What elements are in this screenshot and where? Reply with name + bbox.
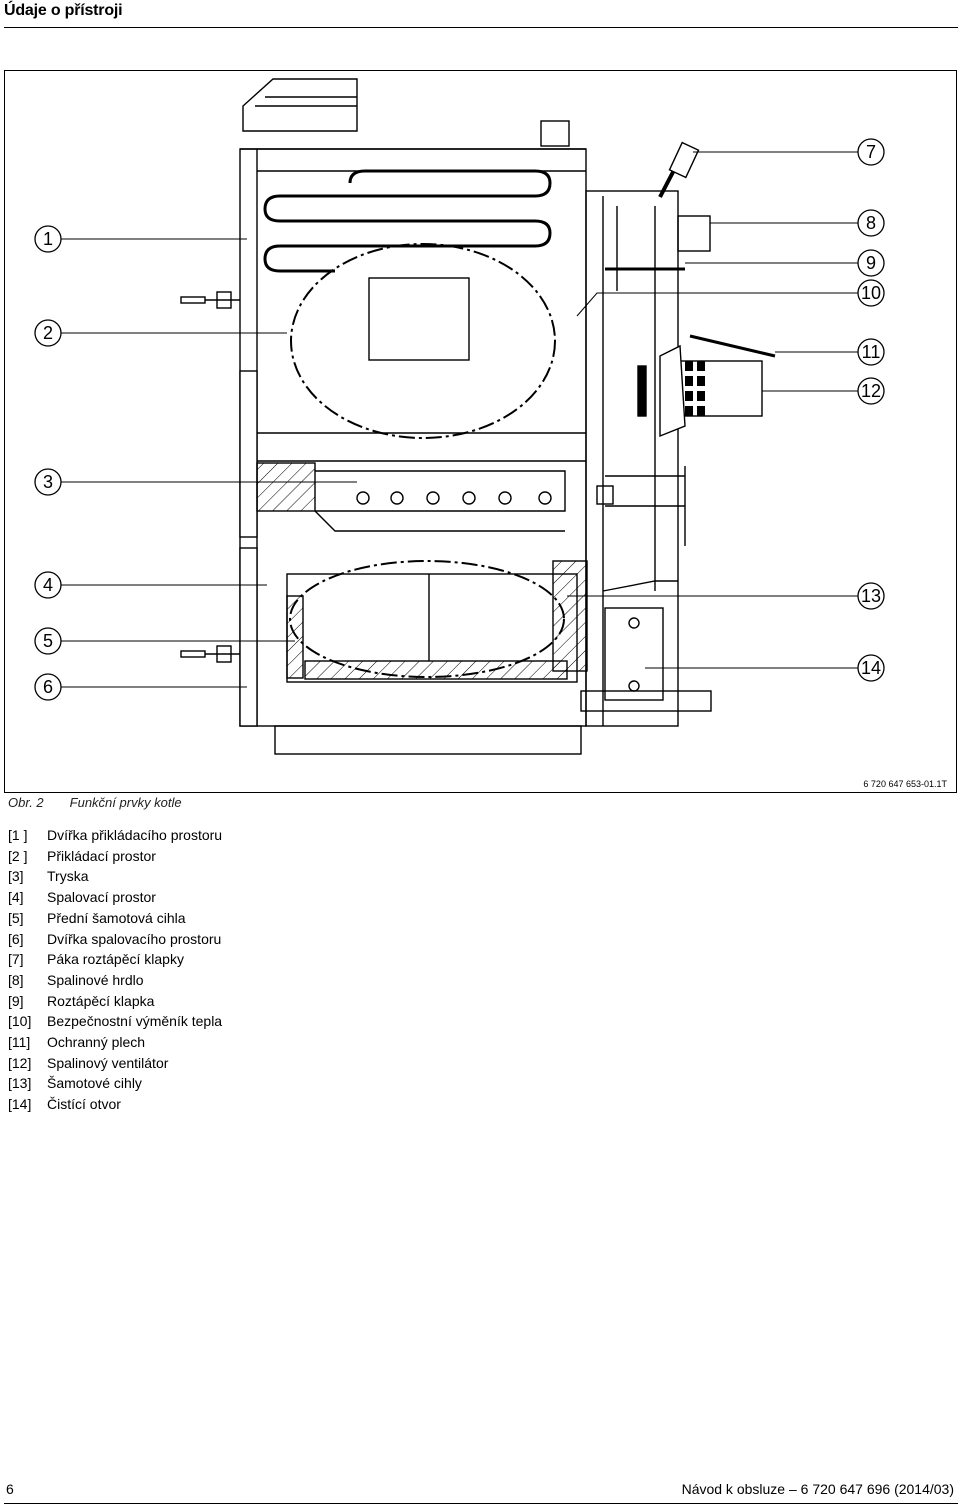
legend-item: [13] Šamotové cihly bbox=[8, 1073, 222, 1094]
callout-9: 9 bbox=[866, 253, 876, 273]
legend-item: [8] Spalinové hrdlo bbox=[8, 970, 222, 991]
figure-reference-code: 6 720 647 653-01.1T bbox=[863, 779, 947, 789]
legend-key: [14] bbox=[8, 1096, 32, 1113]
legend-label: Spalinové hrdlo bbox=[47, 971, 144, 988]
legend-item: [12] Spalinový ventilátor bbox=[8, 1053, 222, 1074]
figure-legend: [1 ] Dvířka přikládacího prostoru [2 ] Při… bbox=[8, 825, 222, 1115]
legend-key: [8] bbox=[8, 971, 24, 988]
legend-item: [7] Páka roztápěcí klapky bbox=[8, 949, 222, 970]
legend-key: [12] bbox=[8, 1054, 32, 1071]
legend-label: Spalovací prostor bbox=[47, 889, 156, 906]
legend-label: Ochranný plech bbox=[47, 1034, 146, 1051]
header-divider bbox=[4, 27, 958, 28]
legend-item: [3] Tryska bbox=[8, 866, 222, 887]
legend-key: [2 ] bbox=[8, 847, 28, 864]
legend-item: [11] Ochranný plech bbox=[8, 1032, 222, 1053]
boiler-cross-section-drawing: 1 2 3 4 5 6 7 8 9 10 11 12 13 bbox=[34, 78, 885, 755]
callout-7: 7 bbox=[866, 142, 876, 162]
legend-label: Šamotové cihly bbox=[47, 1075, 142, 1092]
legend-key: [11] bbox=[8, 1034, 31, 1051]
legend-label: Páka roztápěcí klapky bbox=[47, 951, 184, 968]
legend-label: Dvířka přikládacího prostoru bbox=[47, 827, 223, 843]
legend-key: [3] bbox=[8, 868, 24, 885]
callout-5: 5 bbox=[43, 631, 53, 651]
legend-label: Dvířka spalovacího prostoru bbox=[47, 930, 222, 947]
callout-3: 3 bbox=[43, 472, 53, 492]
legend-label: Spalinový ventilátor bbox=[47, 1054, 169, 1071]
legend-key: [10] bbox=[8, 1013, 32, 1030]
legend-key: [9] bbox=[8, 992, 24, 1009]
callout-1: 1 bbox=[43, 229, 53, 249]
legend-key: [5] bbox=[8, 909, 24, 926]
callout-13: 13 bbox=[861, 586, 881, 606]
legend-label: Tryska bbox=[47, 868, 89, 885]
page-number: 6 bbox=[6, 1481, 14, 1497]
boiler-diagram-figure: 1 2 3 4 5 6 7 8 9 10 11 12 13 bbox=[4, 70, 957, 793]
callout-12: 12 bbox=[861, 381, 881, 401]
legend-item: [4] Spalovací prostor bbox=[8, 887, 222, 908]
legend-label: Bezpečnostní výměník tepla bbox=[47, 1013, 223, 1030]
legend-item: [6] Dvířka spalovacího prostoru bbox=[8, 929, 222, 950]
callout-11: 11 bbox=[862, 342, 881, 362]
legend-key: [13] bbox=[8, 1075, 32, 1092]
figure-caption: Obr. 2 Funkční prvky kotle bbox=[8, 795, 182, 810]
legend-key: [6] bbox=[8, 930, 24, 947]
callout-4: 4 bbox=[43, 575, 53, 595]
figure-caption-text: Funkční prvky kotle bbox=[69, 795, 182, 810]
page-header-title: Údaje o přístroji bbox=[4, 2, 123, 19]
legend-item: [9] Roztápěcí klapka bbox=[8, 991, 222, 1012]
legend-key: [7] bbox=[8, 951, 24, 968]
legend-key: [1 ] bbox=[8, 827, 28, 843]
legend-label: Přední šamotová cihla bbox=[47, 909, 186, 926]
callout-10: 10 bbox=[861, 283, 881, 303]
callout-6: 6 bbox=[43, 677, 53, 697]
callout-14: 14 bbox=[861, 658, 881, 678]
legend-label: Přikládací prostor bbox=[47, 847, 156, 864]
footer-document-id: Návod k obsluze – 6 720 647 696 (2014/03… bbox=[681, 1481, 954, 1497]
figure-caption-number: Obr. 2 bbox=[8, 795, 44, 810]
legend-item: [14] Čistící otvor bbox=[8, 1094, 222, 1115]
legend-item: [1 ] Dvířka přikládacího prostoru bbox=[8, 825, 222, 846]
legend-key: [4] bbox=[8, 889, 24, 906]
legend-item: [10] Bezpečnostní výměník tepla bbox=[8, 1011, 222, 1032]
legend-item: [2 ] Přikládací prostor bbox=[8, 846, 222, 867]
legend-item: [5] Přední šamotová cihla bbox=[8, 908, 222, 929]
callout-2: 2 bbox=[43, 323, 53, 343]
legend-label: Čistící otvor bbox=[47, 1096, 121, 1113]
callout-8: 8 bbox=[866, 213, 876, 233]
legend-label: Roztápěcí klapka bbox=[47, 992, 155, 1009]
